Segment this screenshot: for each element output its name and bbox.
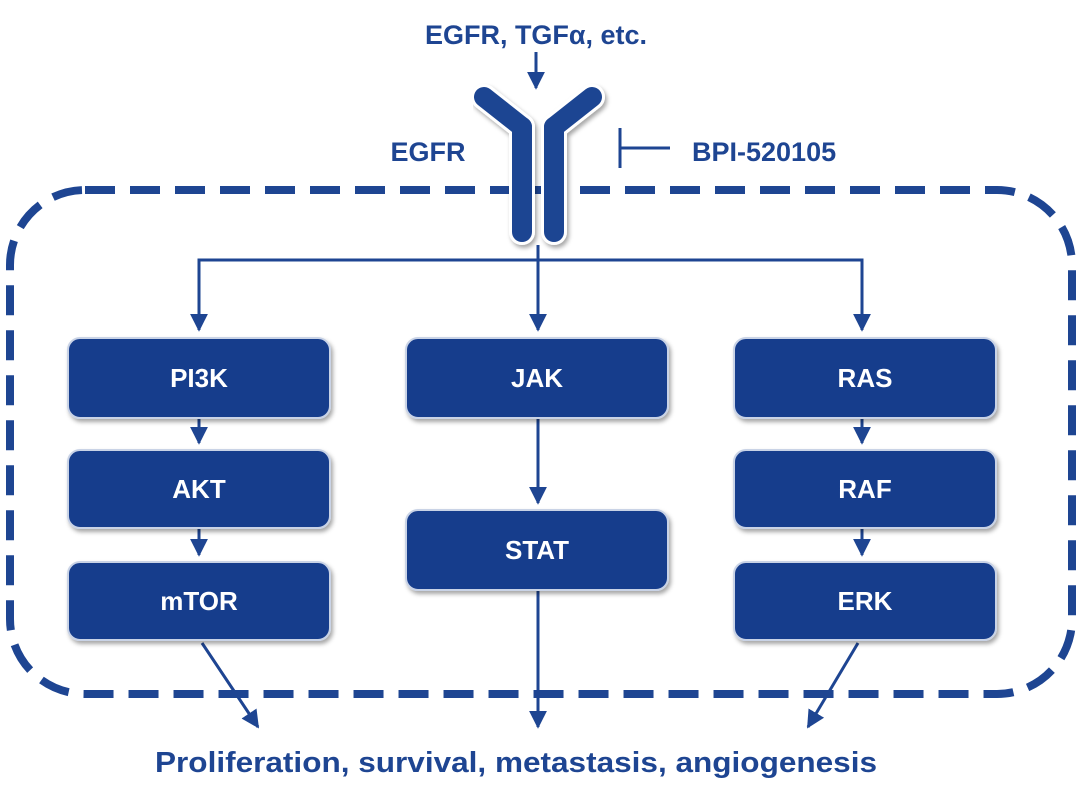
outcome-label: Proliferation, survival, metastasis, ang… (155, 747, 877, 779)
node-akt: AKT (67, 449, 331, 529)
node-akt-label: AKT (172, 474, 226, 504)
node-jak-label: JAK (511, 363, 563, 393)
t-bar-inhibition-icon (618, 128, 670, 168)
node-erk-label: ERK (838, 586, 893, 616)
node-ras: RAS (733, 337, 997, 419)
ligand-label: EGFR, TGFα, etc. (425, 20, 647, 50)
node-pi3k: PI3K (67, 337, 331, 419)
branch-connectors (190, 245, 871, 729)
node-stat: STAT (405, 509, 669, 591)
node-ras-label: RAS (838, 363, 893, 393)
inhibitor-label: BPI-520105 (692, 137, 836, 167)
node-raf: RAF (733, 449, 997, 529)
node-mtor-label: mTOR (160, 586, 238, 616)
node-jak: JAK (405, 337, 669, 419)
node-raf-label: RAF (838, 474, 891, 504)
node-stat-label: STAT (505, 535, 569, 565)
y-shaped-receptor-icon (471, 84, 605, 245)
node-pi3k-label: PI3K (170, 363, 228, 393)
receptor-label: EGFR (390, 137, 465, 167)
node-mtor: mTOR (67, 561, 331, 641)
node-erk: ERK (733, 561, 997, 641)
